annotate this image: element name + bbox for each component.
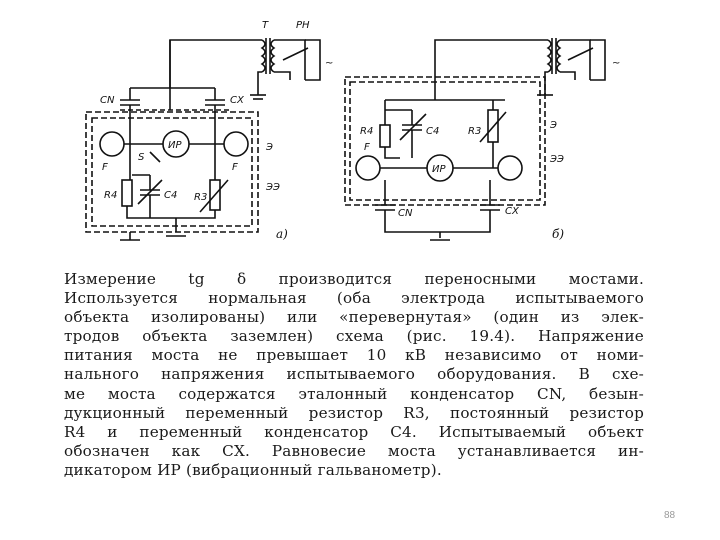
- page-number: 88: [664, 510, 676, 521]
- label-EE-a: ЭЭ: [265, 182, 280, 193]
- text-line: обозначен как CX. Равновесие моста устан…: [64, 441, 644, 460]
- text-line: нального напряжения испытываемого оборуд…: [64, 365, 644, 384]
- text-line: Используется нормальная (оба электрода и…: [64, 289, 644, 308]
- label-F-b: F: [364, 142, 370, 153]
- label-R3-a: R3: [194, 192, 207, 203]
- figure-19-4: T PH ~ CN CX S ИР Э ЭЭ F F R4 C4 R3 а) ~…: [0, 0, 720, 260]
- scheme-b: [344, 38, 606, 241]
- text-line: объекта изолированы) или «перевернутая» …: [64, 308, 644, 327]
- scheme-a: [85, 38, 321, 241]
- bridge-circuit-diagrams: T PH ~ CN CX S ИР Э ЭЭ F F R4 C4 R3 а) ~…: [85, 20, 620, 241]
- label-tilde-a: ~: [325, 58, 333, 69]
- label-E-b: Э: [549, 120, 557, 131]
- label-PH: PH: [296, 20, 310, 31]
- label-C4-a: C4: [164, 190, 177, 201]
- label-E-a: Э: [265, 142, 273, 153]
- label-F-left-a: F: [102, 162, 108, 173]
- text-line: тродов объекта заземлен) схема (рис. 19.…: [64, 327, 644, 346]
- label-IR-a: ИР: [168, 140, 182, 151]
- label-R3-b: R3: [468, 126, 481, 137]
- label-T: T: [262, 20, 269, 31]
- label-F-right-a: F: [232, 162, 238, 173]
- text-line: ме моста содержатся эталонный конденсато…: [64, 384, 644, 403]
- label-tilde-b: ~: [612, 58, 620, 69]
- text-line: Измерение tg δ производится переносными …: [64, 270, 644, 288]
- text-line: дикатором ИР (вибрационный гальванометр)…: [64, 460, 442, 479]
- label-C4-b: C4: [426, 126, 439, 137]
- label-CX-a: CX: [230, 95, 245, 106]
- text-line: дукционный переменный резистор R3, посто…: [64, 403, 644, 422]
- label-IR-b: ИР: [432, 164, 446, 175]
- caption-b: б): [552, 227, 564, 241]
- caption-a: а): [276, 227, 288, 241]
- text-line: R4 и переменный конденсатор C4. Испытыва…: [64, 422, 644, 441]
- label-S: S: [138, 152, 145, 163]
- label-CX-b: CX: [505, 206, 520, 217]
- label-R4-a: R4: [104, 190, 117, 201]
- body-text: Измерение tg δ производится переносными …: [64, 270, 644, 480]
- label-R4-b: R4: [360, 126, 373, 137]
- label-CN-b: CN: [398, 208, 413, 219]
- text-line: питания моста не превышает 10 кВ независ…: [64, 346, 644, 365]
- label-EE-b: ЭЭ: [549, 154, 564, 165]
- label-CN-a: CN: [100, 95, 115, 106]
